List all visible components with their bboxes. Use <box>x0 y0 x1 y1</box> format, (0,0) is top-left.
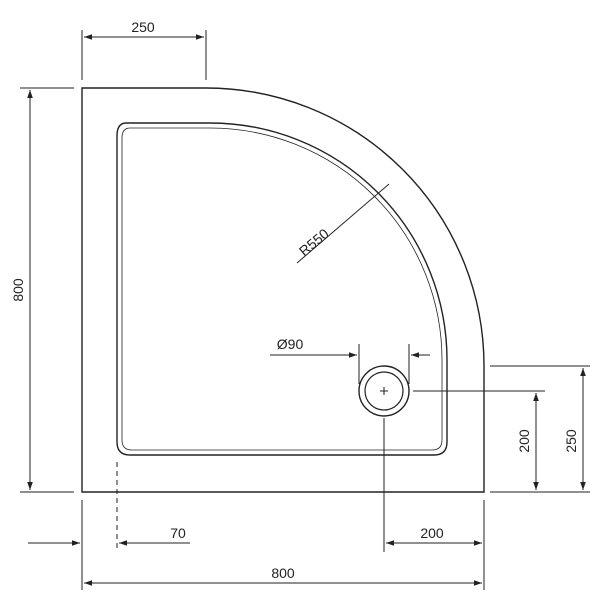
dim-left-height <box>20 87 74 493</box>
tray-basin-inner-edge <box>121 127 443 451</box>
dim-drain-offset-x <box>383 418 485 552</box>
tray-outline <box>81 87 485 493</box>
dim-radius-leader <box>296 183 390 264</box>
dim-drain-offset-y <box>413 390 545 490</box>
dim-drain-diameter <box>270 344 430 384</box>
label-total-width: 800 <box>271 565 295 581</box>
label-inset: 70 <box>170 525 186 541</box>
dim-inset <box>28 462 190 552</box>
label-drain-offset-y: 200 <box>516 429 532 453</box>
label-left-height: 800 <box>10 278 26 302</box>
dim-top-width <box>81 30 207 80</box>
drain-inner-circle <box>364 371 404 411</box>
label-drain-offset-x: 200 <box>420 525 444 541</box>
label-outer-offset-y: 250 <box>563 429 579 453</box>
label-radius: R550 <box>296 225 332 259</box>
label-top-width: 250 <box>131 19 155 35</box>
dim-total-width <box>81 552 485 590</box>
tray-basin-outline <box>116 122 448 456</box>
drain <box>358 365 410 417</box>
label-drain-diameter: Ø90 <box>277 336 304 352</box>
dim-outer-offset-y <box>490 365 590 493</box>
